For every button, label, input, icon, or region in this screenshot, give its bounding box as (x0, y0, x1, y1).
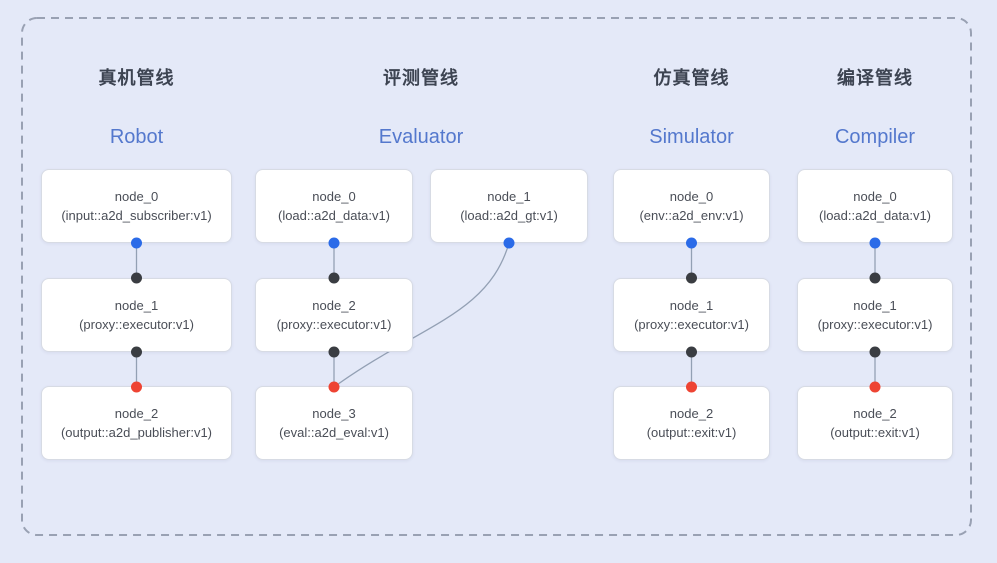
node-subtitle: (eval::a2d_eval:v1) (279, 424, 389, 440)
node-box-simulator-2: node_2 (output::exit:v1) (613, 386, 770, 460)
pipeline-title-zh-simulator: 仿真管线 (653, 68, 730, 88)
node-title: node_0 (853, 188, 897, 204)
node-subtitle: (proxy::executor:v1) (634, 316, 749, 332)
node-title: node_2 (669, 405, 714, 421)
node-box-robot-0: node_0 (input::a2d_subscriber:v1) (41, 169, 232, 243)
pipeline-title-zh-compiler: 编译管线 (837, 68, 913, 88)
node-title: node_1 (114, 297, 159, 313)
node-box-evaluator-3: node_3 (eval::a2d_eval:v1) (255, 386, 413, 460)
node-title: node_1 (853, 297, 897, 313)
node-box-simulator-0: node_0 (env::a2d_env:v1) (613, 169, 770, 243)
node-box-simulator-1: node_1 (proxy::executor:v1) (613, 278, 770, 352)
node-box-evaluator-2: node_2 (proxy::executor:v1) (255, 278, 413, 352)
node-title: node_0 (114, 188, 159, 204)
node-subtitle: (load::a2d_gt:v1) (460, 207, 558, 223)
node-title: node_2 (312, 297, 356, 313)
node-title: node_0 (669, 188, 714, 204)
node-title: node_0 (312, 188, 356, 204)
node-title: node_1 (487, 188, 531, 204)
node-title: node_2 (853, 405, 897, 421)
node-box-robot-1: node_1 (proxy::executor:v1) (41, 278, 232, 352)
node-title: node_3 (312, 405, 356, 421)
pipeline-title-en-simulator: Simulator (649, 126, 734, 148)
dashed-frame (21, 17, 972, 536)
node-box-evaluator-0: node_0 (load::a2d_data:v1) (255, 169, 413, 243)
node-title: node_1 (669, 297, 714, 313)
node-box-robot-2: node_2 (output::a2d_publisher:v1) (41, 386, 232, 460)
node-box-compiler-2: node_2 (output::exit:v1) (797, 386, 953, 460)
pipeline-title-zh-robot: 真机管线 (98, 68, 175, 88)
node-box-evaluator-1: node_1 (load::a2d_gt:v1) (430, 169, 588, 243)
pipeline-title-en-evaluator: Evaluator (378, 126, 464, 148)
node-subtitle: (proxy::executor:v1) (276, 316, 392, 332)
node-subtitle: (input::a2d_subscriber:v1) (61, 207, 212, 223)
node-box-compiler-1: node_1 (proxy::executor:v1) (797, 278, 953, 352)
node-subtitle: (proxy::executor:v1) (79, 316, 194, 332)
cross-connector-curve (333, 242, 510, 388)
node-box-compiler-0: node_0 (load::a2d_data:v1) (797, 169, 953, 243)
node-subtitle: (output::exit:v1) (830, 424, 920, 440)
node-title: node_2 (114, 405, 159, 421)
pipeline-title-zh-evaluator: 评测管线 (383, 68, 459, 88)
node-subtitle: (env::a2d_env:v1) (639, 207, 744, 223)
node-subtitle: (output::exit:v1) (646, 424, 737, 440)
node-subtitle: (load::a2d_data:v1) (818, 207, 932, 223)
pipeline-title-en-compiler: Compiler (834, 126, 916, 148)
node-subtitle: (load::a2d_data:v1) (277, 207, 391, 223)
node-subtitle: (output::a2d_publisher:v1) (60, 424, 213, 440)
node-subtitle: (proxy::executor:v1) (817, 316, 933, 332)
pipeline-title-en-robot: Robot (109, 126, 164, 148)
